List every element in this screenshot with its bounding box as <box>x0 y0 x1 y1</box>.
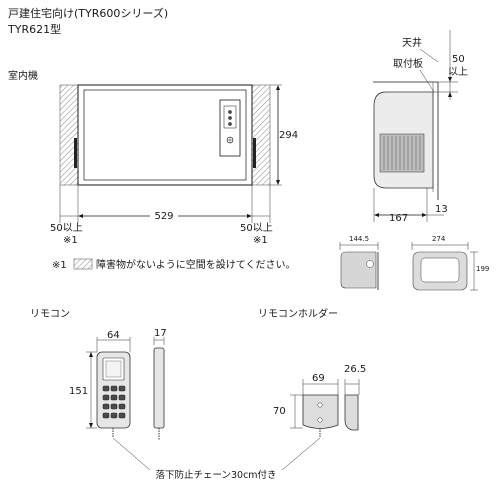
chain-note: 落下防止チェーン30cm付き <box>155 469 276 481</box>
holder-dim-height: 70 <box>273 406 286 417</box>
small-side-view: 144.5 <box>339 235 379 290</box>
small-left-dim: 144.5 <box>349 235 369 243</box>
chain-lines <box>112 437 321 471</box>
dim-offset-value: 13 <box>435 204 448 215</box>
holder-label: リモコンホルダー <box>258 307 338 320</box>
label-ceiling: 天井 <box>402 36 422 49</box>
remote-dim-depth: 17 <box>154 328 167 339</box>
holder-dim-depth: 26.5 <box>344 364 366 375</box>
button-icon <box>228 116 232 120</box>
remote-label: リモコン <box>30 309 70 320</box>
side-grille <box>379 133 425 173</box>
remote-front-view: 64 151 <box>69 330 131 438</box>
remote-dim-width: 64 <box>107 330 120 341</box>
remote-dim-height: 151 <box>69 386 88 397</box>
indoor-unit-side-view: 天井 取付板 50 以上 167 13 <box>373 30 468 224</box>
label-mounting-plate: 取付板 <box>393 57 423 70</box>
clearance-left-note: ※1 <box>63 235 78 246</box>
footnote-mark: ※1 <box>52 260 67 271</box>
small-top-view: 274 199 <box>411 235 489 291</box>
button-icon <box>228 122 232 126</box>
header-model: TYR621型 <box>7 22 61 36</box>
clearance-zone-left <box>59 84 79 186</box>
clearance-right-note: ※1 <box>253 235 268 246</box>
dim-height-value: 294 <box>279 130 298 141</box>
clearance-left-label: 50以上 <box>50 222 83 234</box>
button-icon <box>228 110 232 114</box>
holder-dim-width: 69 <box>312 373 325 384</box>
screw-icon <box>317 402 323 408</box>
clearance-right-label: 50以上 <box>240 222 273 234</box>
indoor-unit-front-view <box>59 84 271 186</box>
header-series: 戸建住宅向け(TYR600シリーズ) <box>8 6 168 20</box>
dim-width-529: 529 <box>59 185 271 223</box>
dim-height-294: 294 <box>270 84 298 186</box>
hatch-legend-icon <box>73 258 93 270</box>
indoor-unit-panel <box>83 89 247 181</box>
indoor-unit-label: 室内機 <box>8 69 38 82</box>
clearance-zone-right <box>251 84 271 186</box>
holder-side-view: 26.5 <box>344 364 366 431</box>
remote-buttons <box>102 385 126 419</box>
small-right-dim-width: 274 <box>432 235 446 243</box>
dim-top-suffix: 以上 <box>448 66 468 78</box>
dim-top-value: 50 <box>452 54 465 65</box>
screw-icon <box>317 417 323 423</box>
footnote-text: 障害物がないように空間を設けてください。 <box>96 258 296 271</box>
dim-depth-value: 167 <box>389 213 408 224</box>
holder-front-view: 69 70 <box>273 373 339 438</box>
dim-width-value: 529 <box>154 211 173 222</box>
remote-side-view: 17 <box>153 328 167 440</box>
small-right-dim-height: 199 <box>476 265 489 273</box>
